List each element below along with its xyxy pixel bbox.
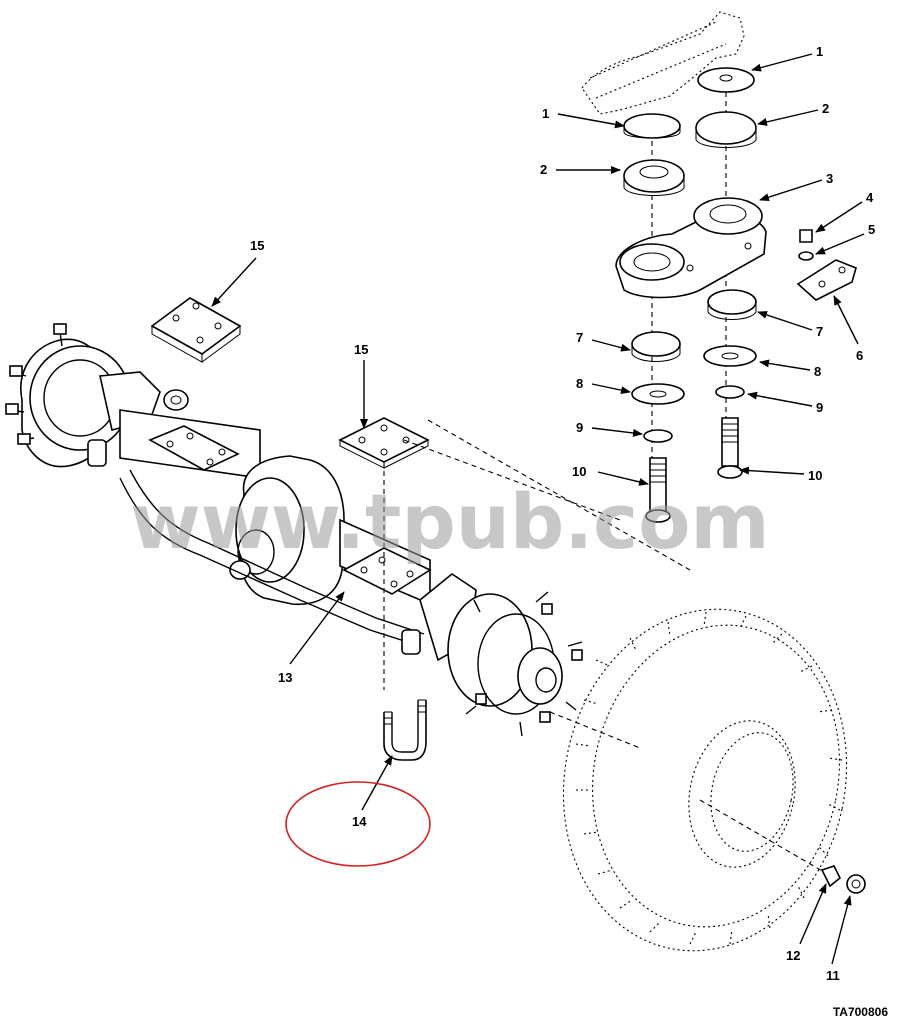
callout-10: 10 <box>572 464 586 479</box>
callout-8: 8 <box>576 376 583 391</box>
callout-13: 13 <box>278 670 292 685</box>
callout-9: 9 <box>576 420 583 435</box>
callout-12: 12 <box>786 948 800 963</box>
tire <box>562 608 848 952</box>
callout-1: 1 <box>542 106 549 121</box>
callout-7: 7 <box>816 324 823 339</box>
lug-nut <box>820 865 866 894</box>
axle-assembly <box>5 323 583 737</box>
callout-14: 14 <box>352 814 367 829</box>
callout-1: 1 <box>816 44 823 59</box>
right-hub <box>401 573 583 737</box>
callout-2: 2 <box>822 101 829 116</box>
spring-pad-upper-right <box>338 417 430 469</box>
shackle-plate <box>796 229 857 301</box>
drawing-id: TA700806 <box>833 1005 888 1019</box>
callout-2: 2 <box>540 162 547 177</box>
spring-pad-upper-left <box>150 297 242 363</box>
highlight-circle <box>285 781 431 867</box>
leaf-spring-phantom <box>581 11 745 115</box>
callout-8: 8 <box>814 364 821 379</box>
mount-bracket <box>615 197 767 299</box>
watermark: www.tpub.com <box>130 477 769 566</box>
callout-4: 4 <box>866 190 874 205</box>
callout-5: 5 <box>868 222 875 237</box>
callout-11: 11 <box>826 968 840 983</box>
callout-leaders <box>211 53 865 965</box>
callout-15: 15 <box>354 342 368 357</box>
callout-15: 15 <box>250 238 264 253</box>
callout-7: 7 <box>576 330 583 345</box>
mount-stack-left <box>623 113 685 523</box>
callout-3: 3 <box>826 171 833 186</box>
callout-10: 10 <box>808 468 822 483</box>
callout-6: 6 <box>856 348 863 363</box>
mount-stack-right <box>695 67 757 479</box>
callout-labels: 1 1 2 2 3 4 5 6 7 7 8 8 9 9 10 10 11 12 … <box>250 44 875 983</box>
differential <box>229 455 345 606</box>
u-bolt <box>383 699 427 761</box>
callout-9: 9 <box>816 400 823 415</box>
